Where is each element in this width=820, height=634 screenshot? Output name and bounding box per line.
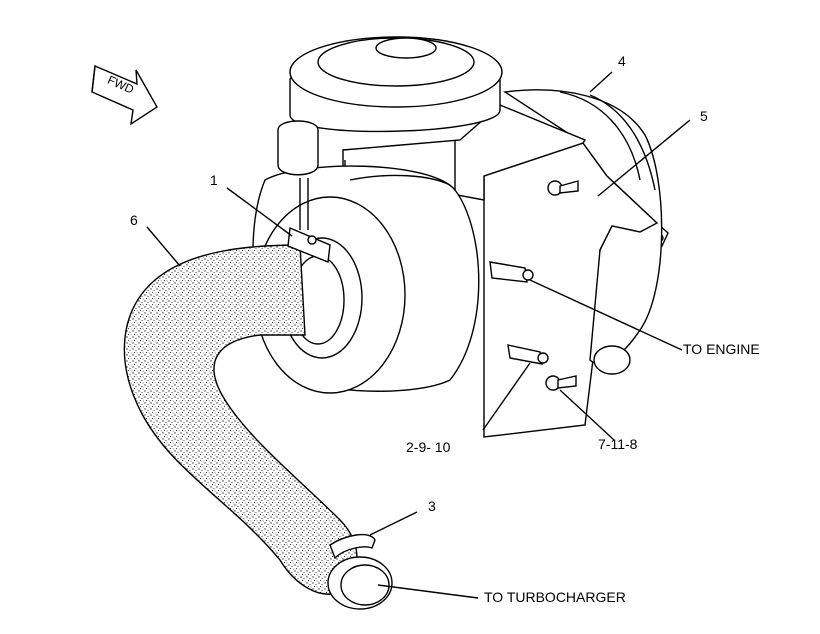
callout-6: 6 [130,212,138,228]
forward-direction-arrow: FWD [91,64,158,126]
callout-2-9-10: 2-9- 10 [406,439,451,455]
leader-lines [146,71,691,599]
callout-1: 1 [210,172,218,188]
callout-5: 5 [700,108,708,124]
air-cleaner-cap [289,36,587,201]
upper-hose-clamp [277,120,331,263]
intake-hose [123,244,358,595]
callout-3: 3 [428,498,436,514]
callout-7-11-8: 7-11-8 [598,436,638,452]
fittings [489,180,579,391]
to-turbocharger-label: TO TURBOCHARGER [484,589,626,605]
air-cleaner-rear-housing [503,89,663,375]
lower-hose-clamp [327,533,393,610]
callout-4: 4 [618,53,626,69]
to-engine-label: TO ENGINE [683,341,760,357]
